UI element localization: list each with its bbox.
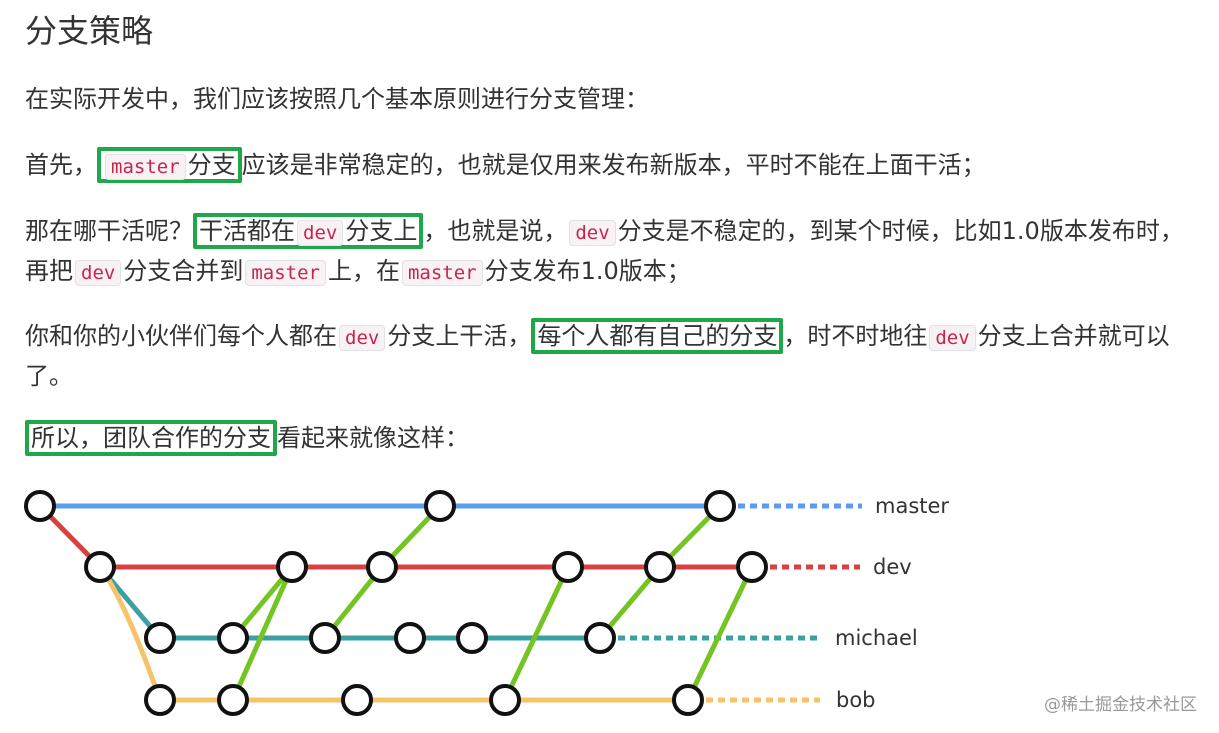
commit-node bbox=[276, 551, 308, 583]
code-master-2: master bbox=[245, 260, 326, 286]
p2-mid3: 分支合并到 bbox=[123, 257, 244, 285]
commit-node bbox=[217, 622, 249, 654]
commit-node bbox=[144, 684, 176, 716]
paragraph-summary: 所以，团队合作的分支看起来就像这样： bbox=[25, 419, 1200, 457]
p2-end: 分支发布1.0版本； bbox=[484, 257, 691, 285]
commit-node bbox=[644, 551, 676, 583]
commit-node bbox=[672, 684, 704, 716]
p2-mid2: 分支是不稳定的，到某个时候，比如1.0版本发布时，再把 bbox=[25, 217, 1184, 285]
commit-node bbox=[84, 551, 116, 583]
p1-prefix: 首先， bbox=[25, 151, 97, 179]
commit-node bbox=[24, 490, 56, 522]
code-dev-5: dev bbox=[929, 325, 976, 351]
commit-node bbox=[489, 684, 521, 716]
p3-mid1: 分支上干活， bbox=[387, 322, 532, 350]
branch-label-michael: michael bbox=[835, 626, 918, 650]
commit-node bbox=[552, 551, 584, 583]
code-dev-2: dev bbox=[569, 220, 616, 246]
p2-hl-pre: 干活都在 bbox=[199, 217, 295, 245]
code-dev-4: dev bbox=[339, 325, 386, 351]
commit-node bbox=[341, 684, 373, 716]
code-dev: dev bbox=[297, 220, 344, 246]
merge-bob-to-dev bbox=[230, 565, 295, 702]
p3-end: 分支上合并就可以了。 bbox=[25, 322, 1170, 390]
code-master: master bbox=[105, 154, 186, 180]
commit-node bbox=[456, 622, 488, 654]
page-heading: 分支策略 bbox=[25, 12, 154, 50]
branch-label-master: master bbox=[875, 494, 949, 518]
merge-bob-to-dev-2 bbox=[502, 565, 571, 702]
p2-mid1: ，也就是说， bbox=[423, 217, 568, 245]
p2-mid4: 上，在 bbox=[327, 257, 400, 285]
p1-rest: 应该是非常稳定的，也就是仅用来发布新版本，平时不能在上面干活； bbox=[241, 151, 986, 179]
commit-node bbox=[704, 490, 736, 522]
code-master-3: master bbox=[401, 260, 483, 286]
commit-node bbox=[217, 684, 249, 716]
commit-node bbox=[584, 622, 616, 654]
highlight-box-team-branch: 所以，团队合作的分支 bbox=[25, 420, 277, 456]
watermark: @稀土掘金技术社区 bbox=[1044, 695, 1197, 715]
branch-label-bob: bob bbox=[836, 688, 876, 712]
p4-end: 看起来就像这样： bbox=[277, 424, 469, 452]
commit-node bbox=[309, 622, 341, 654]
code-dev-3: dev bbox=[75, 260, 122, 286]
branch-label-dev: dev bbox=[873, 555, 912, 579]
p1-hl-rest: 分支 bbox=[187, 151, 236, 179]
commit-node bbox=[736, 551, 768, 583]
commit-node bbox=[424, 490, 456, 522]
intro-paragraph: 在实际开发中，我们应该按照几个基本原则进行分支管理： bbox=[25, 85, 649, 113]
p3-prefix: 你和你的小伙伴们每个人都在 bbox=[25, 322, 337, 350]
p2-prefix: 那在哪干活呢？ bbox=[25, 217, 193, 245]
p3-mid2: ，时不时地往 bbox=[783, 322, 928, 350]
git-branch-diagram: master dev michael bob bbox=[24, 490, 949, 716]
commit-node bbox=[366, 551, 398, 583]
p2-hl-post: 分支上 bbox=[345, 217, 418, 245]
merge-bob-to-dev-3 bbox=[685, 565, 755, 702]
highlight-box-own-branch: 每个人都有自己的分支 bbox=[531, 318, 784, 354]
commit-node bbox=[144, 622, 176, 654]
commit-node bbox=[394, 622, 426, 654]
